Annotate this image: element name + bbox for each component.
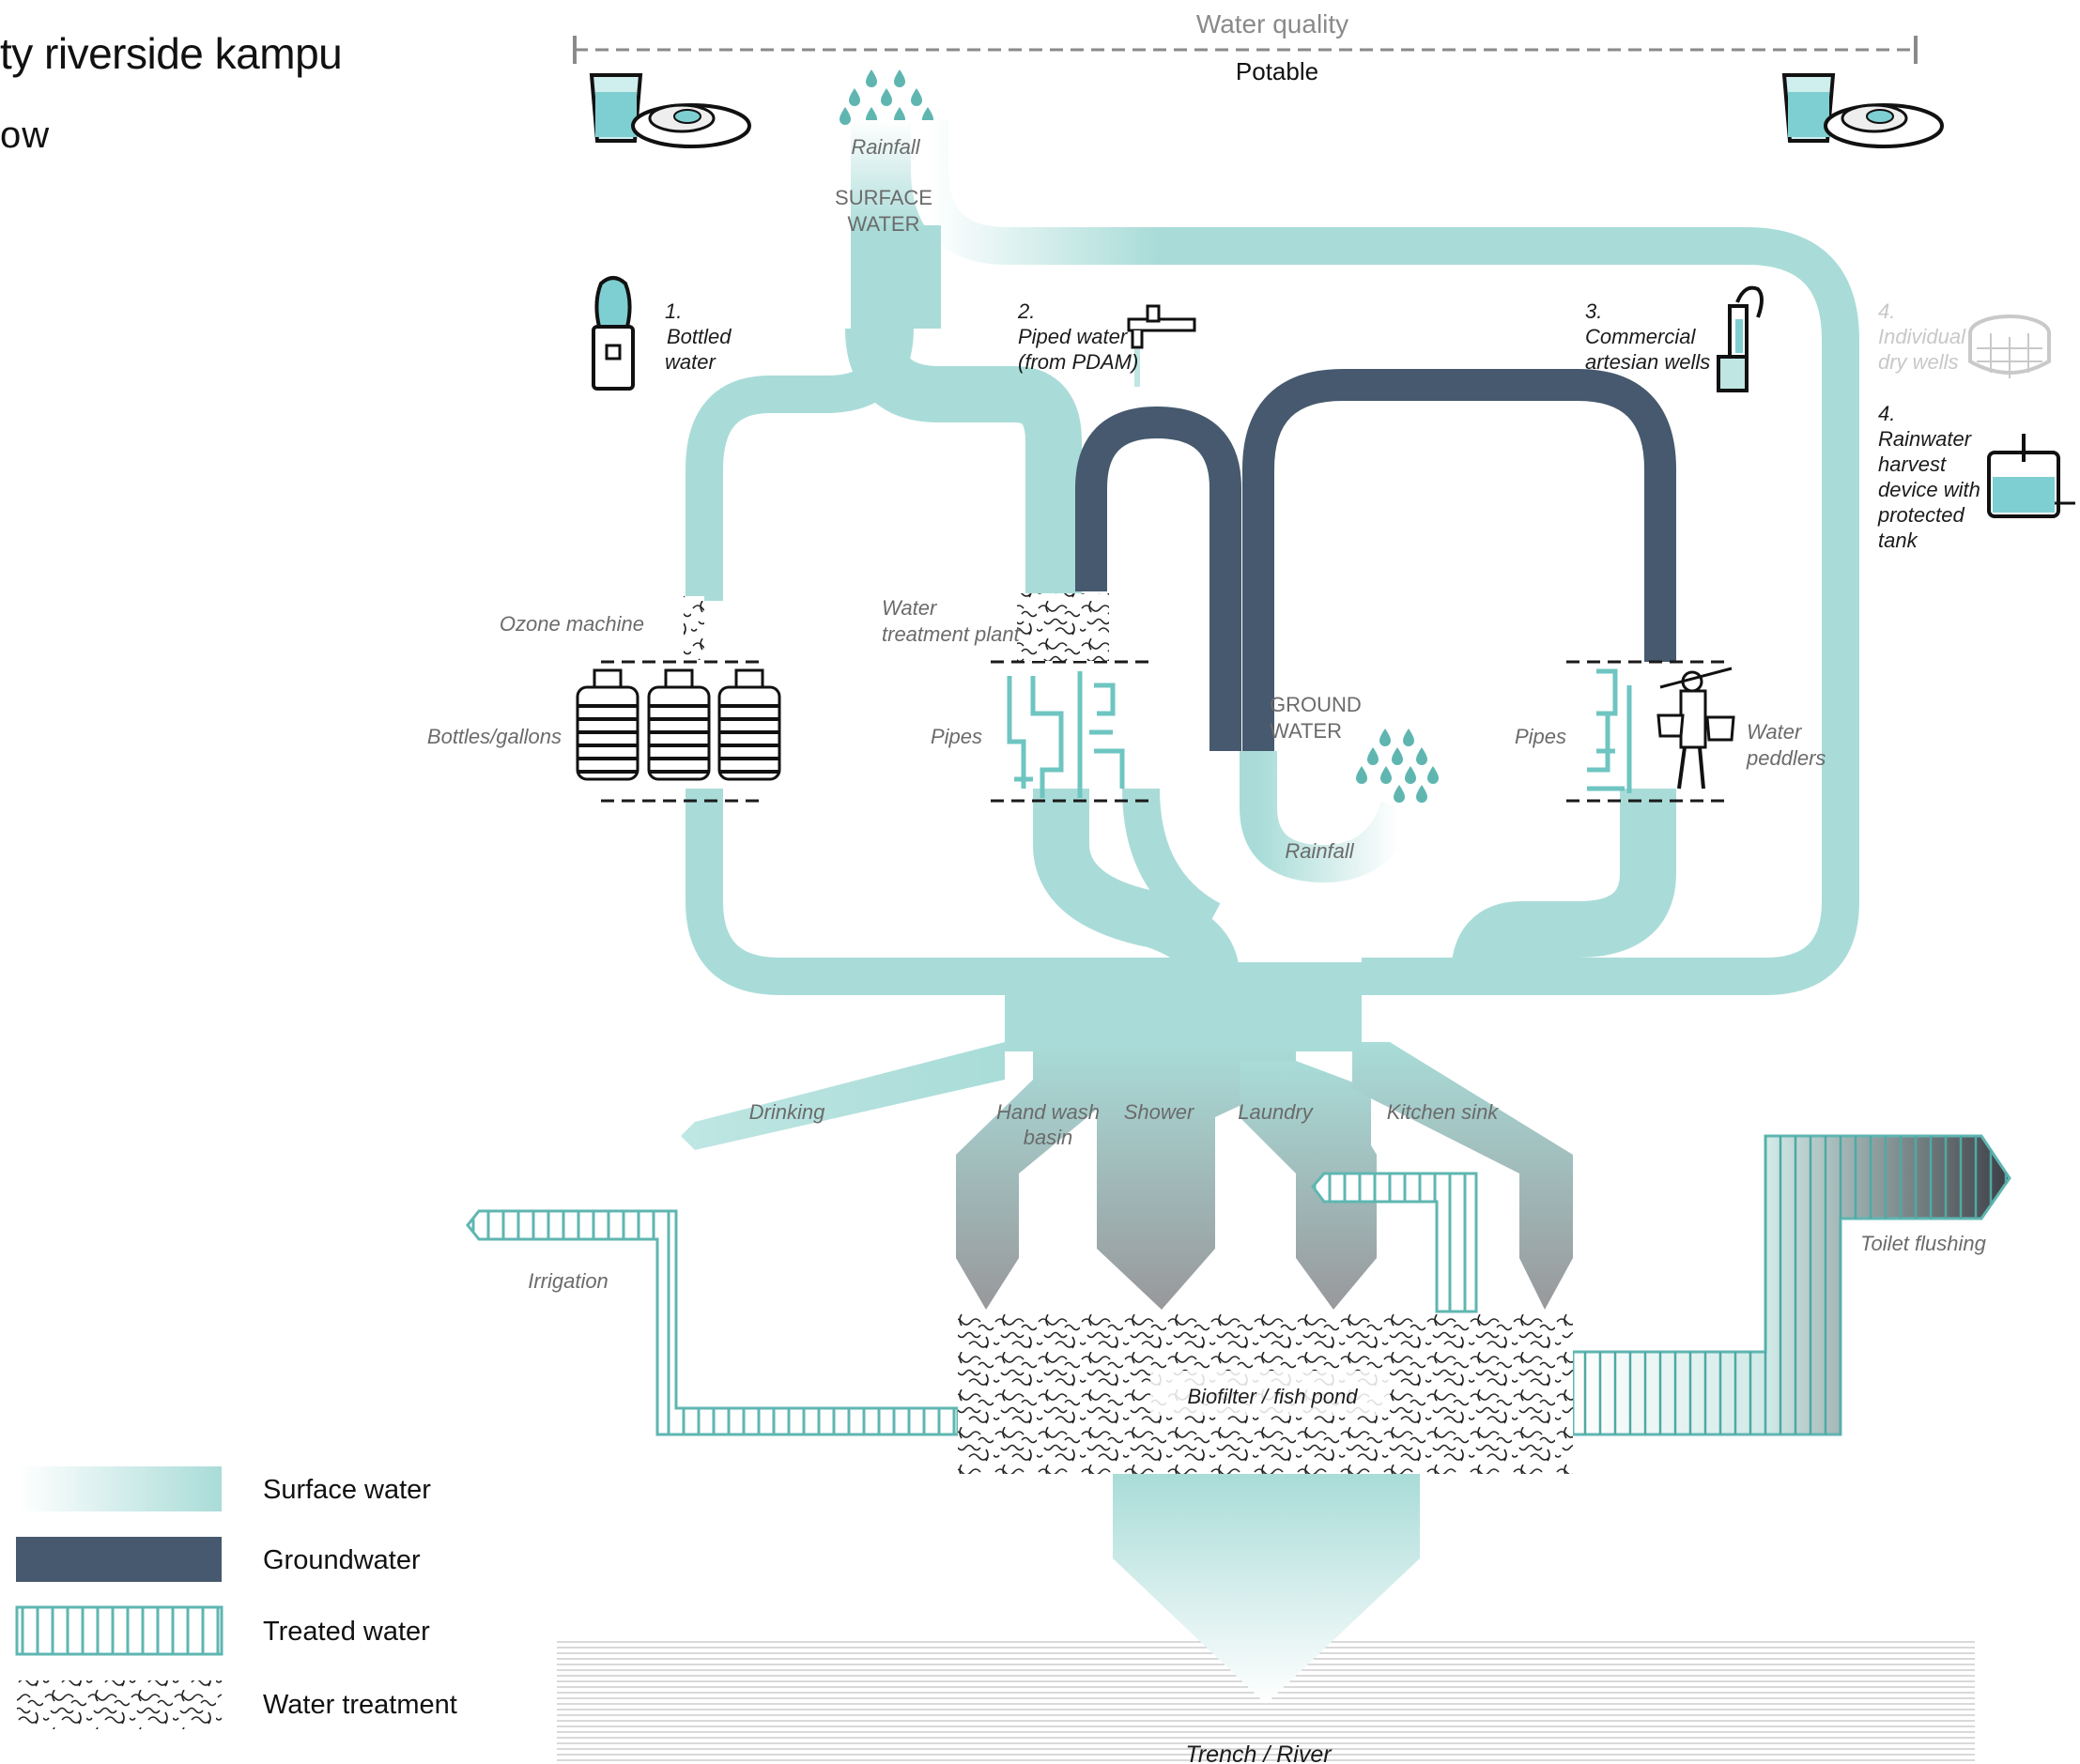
ground-water-label-1: GROUND [1270,693,1362,716]
artesian-label-2: artesian wells [1585,350,1710,374]
piped-num: 2. [1017,299,1035,323]
trench-label: Trench / River [1185,1741,1333,1764]
bottled-num: 1. [665,299,682,323]
legend-label-treated: Treated water [263,1617,430,1647]
pipes-right-label: Pipes [1515,725,1566,748]
food-drink-icon-left [589,73,751,148]
legend-swatch-treated [15,1605,223,1656]
drain-to-river [557,1474,1975,1763]
rainfall-mid-label: Rainfall [1285,839,1354,863]
rainwater-label-2: harvest [1878,453,1947,476]
handwash-label-2: basin [1024,1126,1073,1149]
pipes-icon-left [1007,671,1125,798]
food-drink-icon-right [1781,73,1944,148]
dry-wells-label-2: dry wells [1878,350,1959,374]
rainwater-label-3: device with [1878,478,1980,501]
water-dispenser-icon [592,276,635,391]
quality-title: Water quality [1196,9,1348,38]
rain-drops-top-icon [840,69,933,125]
biofilter-block [958,1314,1573,1474]
rainwater-num: 4. [1878,402,1895,425]
legend-swatch-treatment [17,1680,222,1729]
shower-label: Shower [1124,1100,1195,1124]
toilet-label: Toilet flushing [1860,1232,1986,1255]
dry-wells-label-1: Individual [1878,325,1966,348]
bottles-label: Bottles/gallons [427,725,562,748]
irrigation-label: Irrigation [528,1269,609,1293]
legend-label-ground: Groundwater [263,1545,421,1575]
piped-label-2: (from PDAM) [1018,350,1138,374]
legend-swatch-ground [16,1537,222,1582]
biofilter-label: Biofilter / fish pond [1188,1385,1359,1408]
artesian-label-1: Commercial [1585,325,1696,348]
artesian-num: 3. [1585,299,1602,323]
peddlers-label-2: peddlers [1746,746,1826,770]
legend: Surface water Groundwater Treated water … [15,1466,457,1729]
handwash-label-1: Hand wash [996,1100,1100,1124]
rainfall-top-label: Rainfall [851,135,920,159]
legend-label-treatment: Water treatment [263,1690,457,1720]
hand-pump-icon [1717,285,1764,392]
plant-zone [1017,593,1109,661]
quality-scale: Water quality Potable [573,9,1918,85]
labels: Rainfall SURFACE WATER 1. Bottled water … [427,135,1987,1764]
surface-water-label-2: WATER [848,212,920,236]
surface-water-flow [686,120,1859,1051]
surface-water-label-1: SURFACE [835,186,932,209]
treated-water-flow [466,1134,2011,1436]
rain-drops-mid-icon [1356,729,1439,803]
rainwater-label-5: tank [1878,529,1918,552]
bottles-icon [576,668,781,781]
faucet-icon [1127,304,1196,387]
ozone-label: Ozone machine [500,612,644,636]
bottled-label-2: water [665,350,716,374]
treatment-dashes [601,660,1730,803]
quality-scale-label: Potable [1236,57,1318,85]
kitchen-label: Kitchen sink [1387,1100,1500,1124]
groundwater-flow [1075,369,1676,751]
bottled-label-1: Bottled [667,325,732,348]
plant-label-1: Water [882,596,938,620]
water-peddler-icon [1656,667,1735,790]
page-subtitle: ow [0,115,51,156]
piped-label-1: Piped water [1018,325,1129,348]
peddlers-label-1: Water [1747,720,1803,744]
dry-wells-num: 4. [1878,299,1895,323]
rain-tank-icon [1987,434,2075,518]
pipes-left-label: Pipes [931,725,982,748]
use-branches [681,1042,1573,1310]
pipes-icon-right [1587,668,1632,793]
ground-water-label-2: WATER [1270,719,1342,743]
rainwater-label-1: Rainwater [1878,427,1973,451]
legend-swatch-surface [19,1466,222,1511]
laundry-label: Laundry [1238,1100,1315,1124]
page-title: ty riverside kampu [0,29,343,78]
dry-well-icon [1968,314,2051,378]
rainwater-label-4: protected [1877,503,1964,527]
drinking-label: Drinking [749,1100,825,1124]
legend-label-surface: Surface water [263,1475,431,1505]
plant-label-2: treatment plant [882,622,1021,646]
ozone-zone [684,596,704,660]
